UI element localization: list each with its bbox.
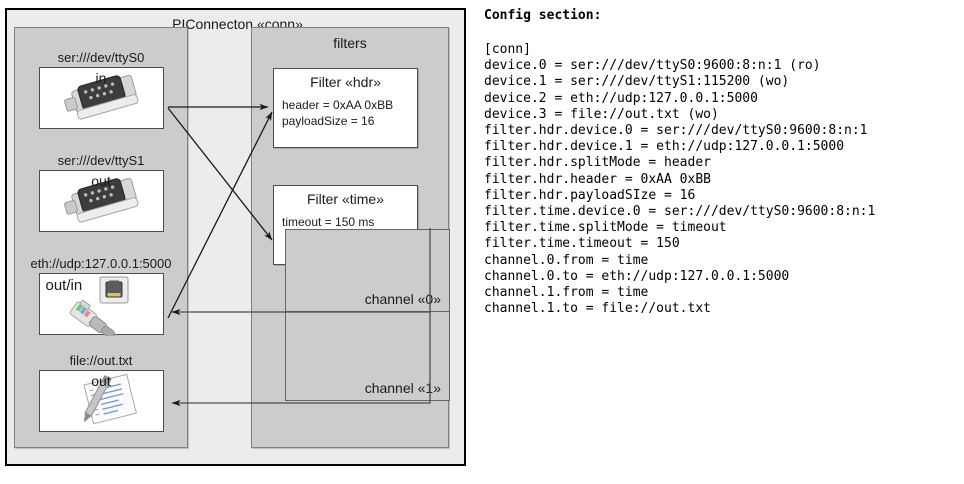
filter-property: header = 0xAA 0xBB bbox=[282, 98, 394, 112]
device-direction: in bbox=[95, 70, 107, 86]
device-direction: out bbox=[91, 373, 111, 389]
channel-box-0[interactable]: channel «0» bbox=[285, 229, 450, 312]
config-panel: Config section: [conn] device.0 = ser://… bbox=[482, 0, 964, 484]
device-icon-box[interactable]: out/in bbox=[38, 273, 164, 339]
channel-label: channel «1» bbox=[364, 380, 441, 396]
device-card-file[interactable]: file://out.txt out bbox=[15, 353, 187, 432]
text-file-icon bbox=[40, 371, 163, 431]
filters-group: filters Filter «hdr» header = 0xAA 0xBB … bbox=[251, 27, 450, 448]
config-heading: Config section: bbox=[484, 8, 602, 23]
device-card-ttys0[interactable]: ser:///dev/ttyS0 in bbox=[15, 50, 187, 129]
channel-label: channel «0» bbox=[364, 291, 441, 307]
device-icon-box[interactable]: in bbox=[38, 67, 164, 129]
filter-title: Filter «time» bbox=[306, 191, 385, 207]
channel-box-1[interactable]: channel «1» bbox=[285, 311, 450, 401]
device-icon-box[interactable]: out bbox=[38, 370, 164, 432]
serial-port-icon bbox=[40, 171, 163, 231]
architecture-diagram: PIConnecton «conn» ser:///dev/ttyS0 in bbox=[0, 0, 478, 484]
filter-properties: header = 0xAA 0xBB payloadSize = 16 bbox=[282, 97, 393, 129]
filter-card-hdr[interactable]: Filter «hdr» header = 0xAA 0xBB payloadS… bbox=[273, 68, 418, 148]
devices-group: ser:///dev/ttyS0 in bbox=[14, 27, 188, 448]
filter-title: Filter «hdr» bbox=[310, 74, 381, 90]
filter-properties: timeout = 150 ms bbox=[282, 214, 374, 230]
device-icon-box[interactable]: out bbox=[38, 170, 164, 232]
device-label: ser:///dev/ttyS0 bbox=[57, 50, 145, 65]
device-direction: out/in bbox=[45, 277, 83, 294]
device-label: file://out.txt bbox=[69, 353, 133, 368]
device-label: eth://udp:127.0.0.1:5000 bbox=[30, 256, 172, 271]
device-card-ttys1[interactable]: ser:///dev/ttyS1 out bbox=[15, 153, 187, 232]
config-text: [conn] device.0 = ser:///dev/ttyS0:9600:… bbox=[484, 42, 876, 317]
filters-group-title: filters bbox=[333, 35, 367, 51]
serial-port-icon bbox=[40, 68, 163, 128]
filter-property: payloadSize = 16 bbox=[282, 114, 375, 128]
ethernet-port-icon bbox=[40, 274, 163, 339]
filter-property: timeout = 150 ms bbox=[282, 215, 375, 229]
device-card-eth[interactable]: eth://udp:127.0.0.1:5000 out/in bbox=[15, 256, 187, 339]
device-direction: out bbox=[91, 173, 111, 189]
device-label: ser:///dev/ttyS1 bbox=[57, 153, 145, 168]
